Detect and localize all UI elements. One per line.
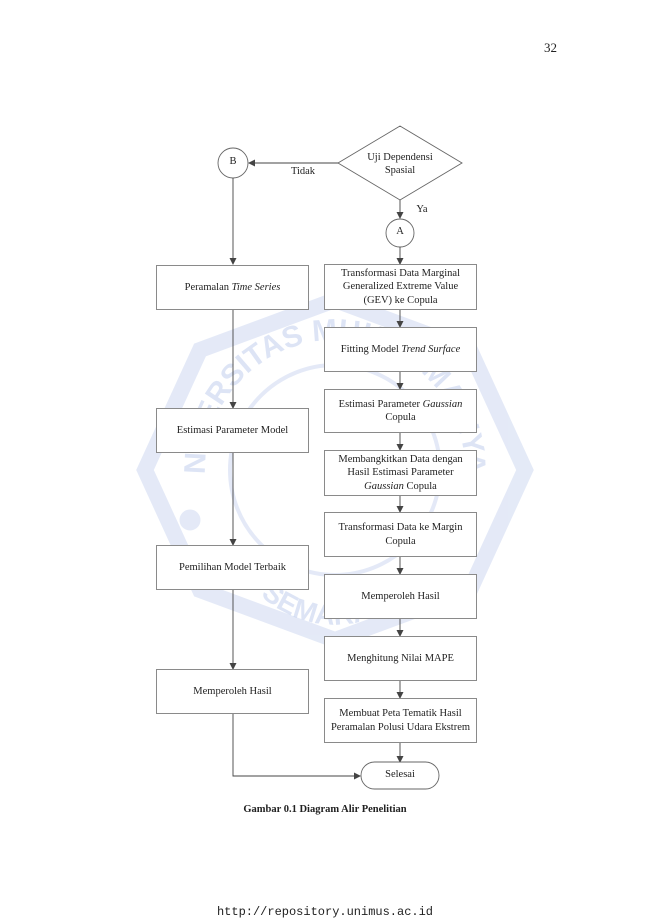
box-memperoleh-hasil-left: Memperoleh Hasil (156, 669, 309, 714)
label-tidak: Tidak (290, 166, 316, 177)
box-memperoleh-hasil-right: Memperoleh Hasil (324, 574, 477, 619)
label-ya: Ya (416, 204, 428, 215)
box-peramalan-time-series: Peramalan Time Series (156, 265, 309, 310)
terminal-selesai-shape (360, 761, 440, 790)
footer-url: http://repository.unimus.ac.id (216, 905, 434, 919)
connector-b-label: B (229, 156, 237, 167)
box-pemilihan-model-terbaik: Pemilihan Model Terbaik (156, 545, 309, 590)
figure-caption: Gambar 0.1 Diagram Alir Penelitian (243, 804, 407, 815)
page-number: 32 (544, 40, 557, 55)
connector-a-label: A (396, 226, 404, 237)
box-estimasi-parameter-model: Estimasi Parameter Model (156, 408, 309, 453)
box-fitting-model-trend-surface: Fitting Model Trend Surface (324, 327, 477, 372)
box-menghitung-nilai-mape: Menghitung Nilai MAPE (324, 636, 477, 681)
terminal-selesai: Selesai (385, 769, 415, 780)
arrow-left-to-end (232, 714, 361, 780)
